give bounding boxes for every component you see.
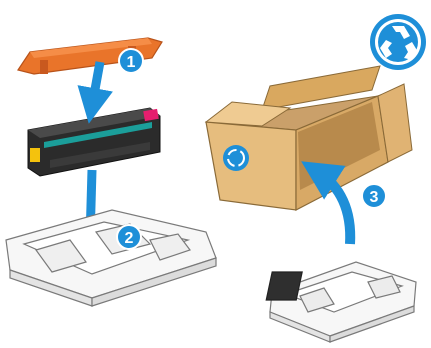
step-number-1: 1 <box>127 54 136 71</box>
box-recycle-mark <box>223 145 249 171</box>
step-badge-1: 1 <box>119 49 143 73</box>
packing-tray-right <box>266 262 416 342</box>
recycle-icon <box>370 14 426 70</box>
packing-tray-left <box>6 210 216 306</box>
toner-cartridge <box>28 108 160 176</box>
step-badge-2: 2 <box>117 225 141 249</box>
step-number-3: 3 <box>370 189 379 206</box>
step-badge-3: 3 <box>362 184 386 208</box>
step-number-2: 2 <box>125 230 134 247</box>
